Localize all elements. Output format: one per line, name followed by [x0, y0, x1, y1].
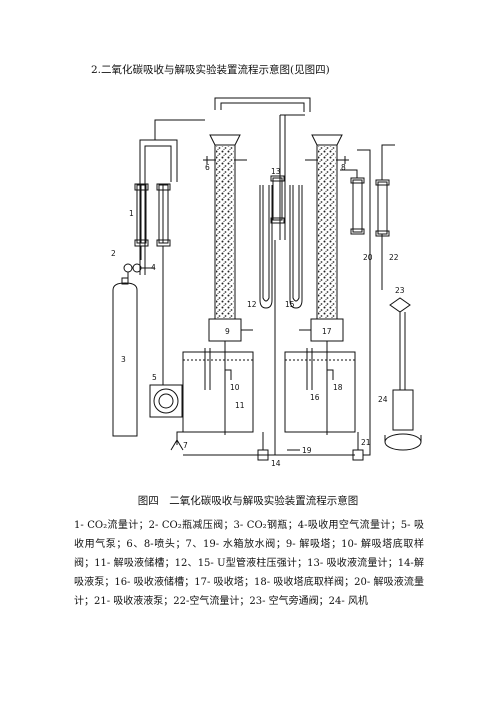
label-14: 14 — [271, 459, 281, 468]
label-8: 8 — [341, 163, 346, 172]
label-24: 24 — [378, 395, 388, 404]
label-20: 20 — [363, 253, 373, 262]
label-3: 3 — [121, 355, 126, 364]
label-18: 18 — [333, 383, 343, 392]
label-13: 13 — [271, 167, 281, 176]
section-heading: 2.二氧化碳吸收与解吸实验装置流程示意图(见图四) — [91, 64, 330, 76]
label-7: 7 — [183, 441, 188, 450]
label-1: 1 — [129, 209, 134, 218]
label-19: 19 — [302, 446, 312, 455]
figure-legend: 1- CO₂流量计；2- CO₂瓶减压阀；3- CO₂钢瓶；4-吸收用空气流量计… — [74, 520, 424, 607]
label-22: 22 — [389, 253, 399, 262]
label-2: 2 — [111, 249, 116, 258]
label-10: 10 — [230, 383, 240, 392]
label-6: 6 — [205, 163, 210, 172]
process-flow-diagram: 1 2 3 4 5 6 7 8 9 10 11 12 13 14 15 16 1… — [111, 97, 422, 468]
label-15: 15 — [285, 300, 295, 309]
label-16: 16 — [310, 393, 320, 402]
label-11: 11 — [235, 401, 245, 410]
label-12: 12 — [247, 300, 257, 309]
label-5: 5 — [152, 373, 157, 382]
label-9: 9 — [225, 327, 230, 336]
label-21: 21 — [361, 438, 371, 447]
label-4: 4 — [151, 263, 156, 272]
figure-caption: 图四 二氧化碳吸收与解吸实验装置流程示意图 — [137, 495, 359, 507]
label-17: 17 — [322, 327, 332, 336]
label-23: 23 — [395, 286, 405, 295]
